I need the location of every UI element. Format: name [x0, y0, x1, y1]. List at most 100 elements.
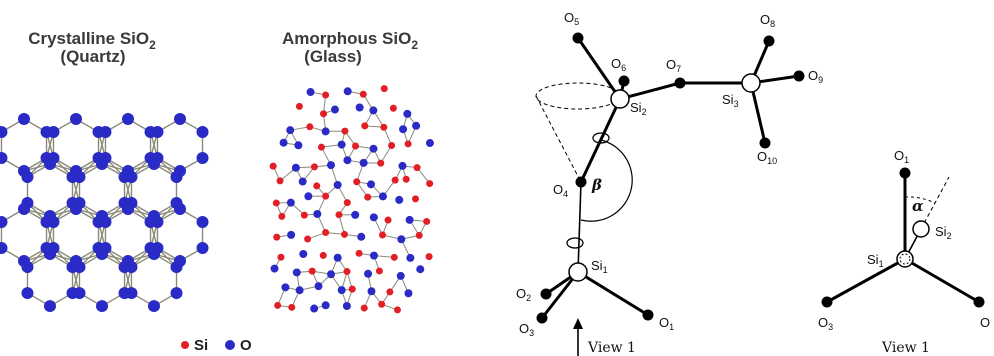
- o-atom: [125, 261, 138, 274]
- atom-v-o1: [899, 167, 911, 179]
- label-o10: O10: [757, 149, 777, 166]
- o-atom: [21, 171, 34, 183]
- o-atom: [151, 216, 164, 229]
- o-atom: [151, 151, 164, 164]
- atom-si2: [610, 89, 630, 109]
- o-atom: [327, 270, 336, 279]
- o-atom: [416, 265, 425, 274]
- o-atom: [359, 158, 368, 167]
- alpha-angle-arc: [904, 196, 936, 204]
- o-atom: [369, 144, 378, 153]
- si-atom: [404, 140, 412, 148]
- si-atom: [413, 164, 421, 172]
- label-o1: O1: [659, 315, 674, 332]
- o-atom: [0, 242, 8, 255]
- si-atom: [353, 178, 361, 186]
- label-o8: O8: [760, 12, 775, 29]
- si-atom: [288, 303, 296, 311]
- o-atom: [125, 171, 138, 183]
- si-atom: [308, 267, 316, 275]
- o-atom: [306, 88, 315, 97]
- si-atom: [364, 193, 372, 201]
- svg-text:Amorphous SiO2: Amorphous SiO2: [282, 29, 418, 52]
- view-arrow-head: [573, 318, 583, 329]
- o-atom: [21, 197, 34, 209]
- label-o4: O4: [553, 182, 568, 199]
- atom-o5: [572, 32, 584, 44]
- si-o-si-bond-diagram: [535, 32, 805, 356]
- o-atom: [196, 125, 209, 138]
- o-atom: [174, 112, 186, 125]
- atom-o3: [536, 312, 548, 324]
- o-atom: [47, 151, 60, 164]
- si-legend-label: Si: [194, 337, 208, 354]
- view-label-main: View 1: [587, 340, 636, 356]
- si-atom: [322, 91, 330, 99]
- si-atom: [340, 230, 348, 238]
- o-atom: [321, 127, 330, 136]
- si-atom: [320, 110, 328, 118]
- o-atom: [369, 106, 378, 115]
- o-atom: [294, 141, 303, 150]
- si-atom: [300, 211, 308, 219]
- o-atom: [125, 287, 138, 300]
- o-atom: [281, 283, 290, 292]
- si-atom: [386, 288, 394, 296]
- crystalline-title-text: Crystalline SiO: [28, 29, 149, 48]
- glass-network: [269, 85, 434, 314]
- o-atom: [364, 269, 373, 278]
- o-atom: [0, 216, 8, 229]
- crystalline-title: Crystalline SiO2 (Quartz): [28, 29, 156, 66]
- crystalline-subtitle: (Quartz): [60, 47, 125, 66]
- o-atom: [425, 139, 434, 148]
- o-atom: [343, 156, 352, 165]
- si-atom: [273, 233, 281, 241]
- quartz-lattice: [0, 112, 209, 313]
- rotation-ring-upper: [592, 132, 610, 144]
- label-v-o: O: [980, 315, 990, 330]
- atom-o8: [763, 35, 775, 47]
- o-atom: [310, 304, 319, 313]
- si-atom: [360, 304, 368, 312]
- atom-v-o: [973, 296, 985, 308]
- o-atom: [367, 287, 376, 296]
- o-atom: [404, 289, 413, 298]
- o-atom: [299, 249, 308, 258]
- o-atom: [170, 287, 183, 300]
- si-atom: [272, 199, 280, 207]
- crystalline-title-sub: 2: [149, 38, 156, 52]
- atom-si3: [741, 73, 761, 93]
- o-atom: [174, 164, 186, 177]
- o-atom: [196, 242, 209, 255]
- o-atom: [367, 180, 376, 189]
- si-atom: [313, 182, 321, 190]
- bond-si3-o10: [749, 82, 767, 144]
- o-atom: [396, 271, 405, 280]
- si-atom: [359, 90, 367, 98]
- view1-projection: [821, 167, 985, 308]
- si-atom: [375, 267, 383, 275]
- si-atom: [277, 253, 285, 261]
- si-atom: [380, 85, 388, 93]
- label-si1: Si1: [591, 258, 608, 275]
- si-atom: [274, 301, 282, 309]
- label-o9: O9: [808, 68, 823, 85]
- o-atom: [99, 242, 112, 255]
- o-atom: [333, 253, 342, 262]
- bond-si1-o1: [577, 270, 649, 317]
- o-atom: [21, 261, 34, 274]
- atom-si1: [568, 262, 588, 282]
- beta-angle-arc: [580, 139, 633, 222]
- amorphous-title-sub: 2: [411, 38, 418, 52]
- view-label-projection: View 1: [881, 340, 930, 356]
- si-atom: [423, 217, 431, 225]
- o-atom: [151, 125, 164, 138]
- o-legend-label: O: [240, 337, 252, 354]
- atom-o9: [793, 70, 805, 82]
- si-atom: [377, 159, 385, 167]
- o-atom: [351, 210, 360, 219]
- o-atom: [292, 268, 301, 277]
- si-atom: [389, 104, 397, 112]
- bond-si2-o7: [619, 81, 681, 101]
- label-o6: O6: [611, 56, 626, 73]
